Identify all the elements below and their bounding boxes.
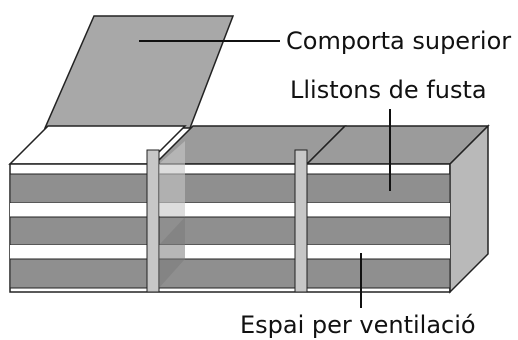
top-lid-label: Comporta superior <box>286 27 511 55</box>
ventilation-gap-2 <box>10 245 450 259</box>
wood-slats-label: Llistons de fusta <box>290 76 487 104</box>
top-lid-panel <box>43 15 235 129</box>
divider-post-right <box>294 149 308 293</box>
ventilation-gap-label: Espai per ventilació <box>240 311 476 339</box>
wood-slat-1 <box>9 173 451 204</box>
left-compartment-shadow <box>159 141 185 216</box>
divider-post-left <box>146 149 160 293</box>
ventilation-gap-1 <box>10 203 450 217</box>
middle-compartment-shadow <box>159 217 185 288</box>
wood-slat-3 <box>9 258 451 289</box>
wood-slat-2 <box>9 216 451 246</box>
